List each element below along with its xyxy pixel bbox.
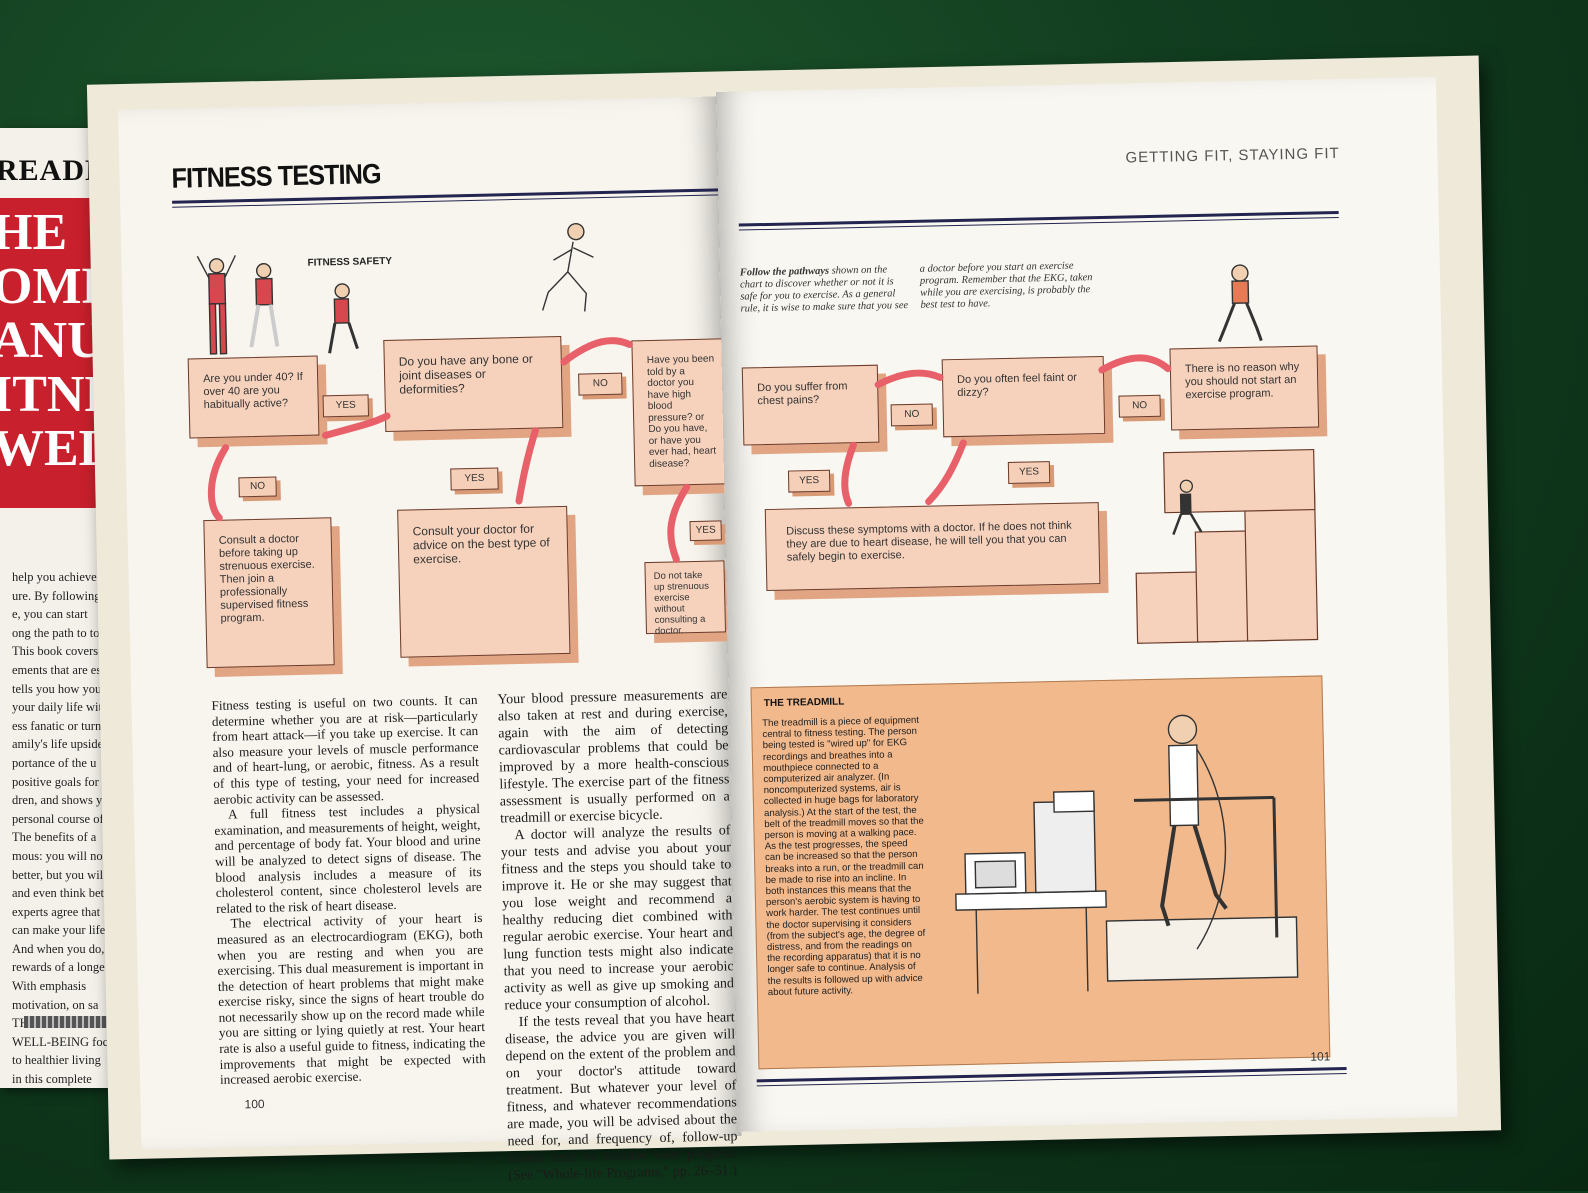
back-book-blurb-line: And when you do, — [12, 941, 105, 956]
back-book-blurb-line: ong the path to to — [12, 625, 100, 640]
body-column-2: Your blood pressure measurements are als… — [497, 686, 738, 1184]
back-book-blurb-line: amily's life upside d — [12, 737, 113, 752]
back-book-blurb-line: e, you can start — [12, 607, 88, 622]
body-paragraph: The electrical activity of your heart is… — [216, 910, 486, 1088]
back-book-blurb-line: motivation, on sa — [12, 997, 99, 1012]
back-book-blurb-line: experts agree that — [12, 904, 101, 919]
back-book-blurb-line: ess fanatic or turni — [12, 718, 105, 733]
back-book-blurb-line: mous: you will not — [12, 848, 107, 863]
back-book-blurb-line: dren, and shows yo — [12, 793, 109, 808]
back-book-blurb-line: your daily life wit — [12, 700, 102, 715]
body-column-1: Fitness testing is useful on two counts.… — [211, 692, 486, 1088]
back-book-blurb-line: rewards of a longe — [12, 960, 105, 975]
exercising-people-illustration — [196, 255, 359, 355]
back-book-blurb-line: to healthier living — [12, 1053, 101, 1068]
back-book-blurb-line: ure. By following — [12, 588, 101, 603]
back-book-blurb-line: WELL-BEING focus — [12, 1034, 120, 1049]
page-number-left: 100 — [244, 1096, 265, 1112]
body-paragraph: Your blood pressure measurements are als… — [497, 687, 730, 827]
staircase-illustration — [1135, 448, 1319, 644]
body-paragraph: A full fitness test includes a physical … — [214, 801, 482, 916]
back-book-blurb-line: This book covers — [12, 644, 99, 659]
back-book-blurb-line: The benefits of a — [12, 830, 97, 845]
right-page: GETTING FIT, STAYING FIT Follow the path… — [716, 76, 1458, 1132]
page-number-right: 101 — [1310, 1049, 1331, 1064]
back-book-blurb-line: and even think bet — [12, 886, 104, 901]
back-book-blurb-line: can make your life — [12, 923, 106, 938]
back-book-blurb-line: With emphasis — [12, 979, 87, 994]
back-book-blurb-line: tells you how you — [12, 681, 102, 696]
treadmill-panel: THE TREADMILL The treadmill is a piece o… — [750, 675, 1331, 1070]
back-book-blurb-line: positive goals for m — [12, 774, 112, 789]
flow-arrows — [841, 354, 1172, 507]
treadmill-description: The treadmill is a piece of equipment ce… — [762, 714, 926, 998]
running-person-illustration — [1217, 264, 1263, 343]
body-paragraph: Fitness testing is useful on two counts.… — [211, 691, 480, 807]
treadmill-heading: THE TREADMILL — [763, 696, 845, 710]
treadmill-illustration — [955, 714, 1299, 994]
back-book-blurb-line: personal course of a — [12, 811, 113, 826]
left-page: FITNESS TESTING FITNESS SAFETY Are you u… — [118, 96, 742, 1183]
back-book-blurb-line: portance of the u — [12, 755, 97, 770]
back-book-blurb-line: better, but you will — [12, 867, 107, 882]
running-man-illustration — [541, 222, 594, 312]
body-paragraph: If the tests reveal that you have heart … — [505, 1010, 739, 1184]
back-book-blurb-line: in this complete — [12, 1072, 92, 1087]
flow-arrows — [207, 337, 691, 563]
back-book-title-line: HE — [0, 204, 68, 261]
back-book-blurb-line: help you achieve — [12, 570, 97, 584]
body-paragraph: A doctor will analyze the results of you… — [500, 823, 735, 1014]
back-book-blurb: help you achieve ure. By following e, you … — [4, 568, 124, 1088]
back-book-decorative-bar — [24, 1016, 124, 1028]
back-book-blurb-line: ements that are es — [12, 662, 102, 677]
